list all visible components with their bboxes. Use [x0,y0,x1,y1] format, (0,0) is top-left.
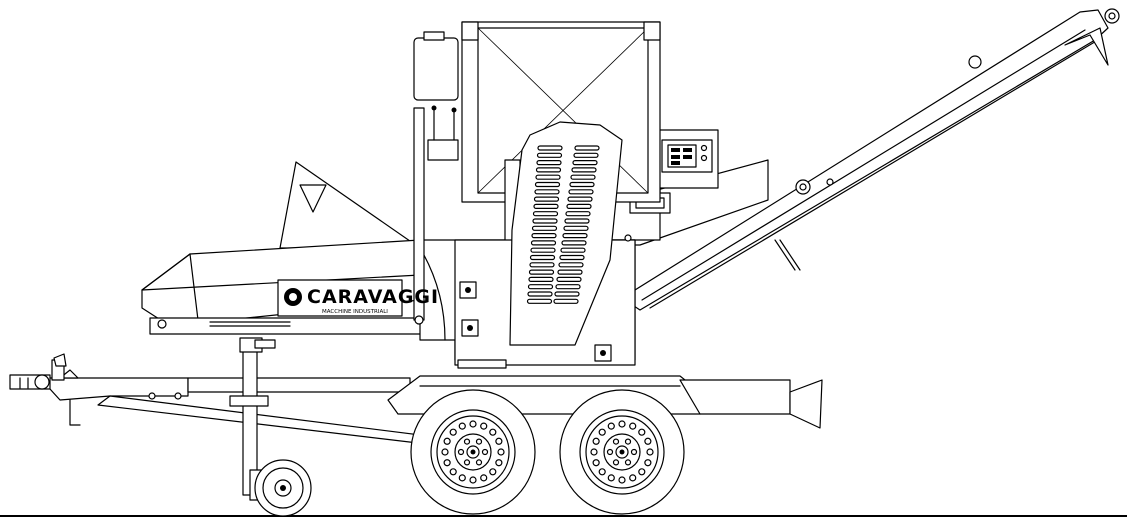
louver-slot [529,254,556,261]
brand-logo: CARAVAGGI MACCHINE INDUSTRIALI [277,279,439,317]
louver-slot [528,269,555,275]
louver-slot [529,262,555,268]
louvered-cover [509,121,623,346]
louver-slot [555,284,581,290]
bolt-plate [594,344,612,362]
louver-slot [574,145,600,151]
louver-slot [571,167,597,173]
louver-slot [532,218,558,224]
louver-slot [561,240,587,246]
trailer-wheel [559,389,685,515]
bolt-plate [459,281,477,299]
louver-slot [553,298,579,304]
louver-slot [559,254,585,261]
louver-slot [557,269,583,275]
brand-tagline: MACCHINE INDUSTRIALI [322,309,388,315]
louver-slot [537,145,563,151]
louver-slot [560,247,586,253]
louver-slot [534,189,560,195]
louver-slot [530,247,556,253]
louver-slot [563,225,589,231]
louver-slot [528,276,554,282]
louver-slot [567,196,593,202]
louver-slot [531,233,557,239]
trailer-wheel [410,389,536,515]
louver-slot [536,160,562,166]
brand-name: CARAVAGGI [307,286,439,308]
gear-icon [284,288,302,306]
jockey-wheel [229,337,312,517]
discharge-conveyor [624,8,1120,311]
louver-slot [526,298,553,304]
louver-slot [530,240,557,246]
louver-slot [564,218,590,224]
louver-slot [535,174,561,180]
louver-slot [533,196,560,202]
louver-slot [535,167,562,173]
louver-slot [536,152,563,158]
louver-slot [572,160,598,166]
louver-slot [532,211,559,217]
louver-slot [565,211,591,217]
louver-slot [573,152,599,158]
louver-slot [534,181,561,188]
louver-slot [569,181,595,188]
control-levers [413,105,459,325]
louver-slot [533,203,559,209]
louver-slot [556,276,582,282]
tow-hitch [9,353,67,390]
control-panel [654,129,719,189]
louver-slot [527,284,554,290]
louver-slot [568,189,594,195]
louver-slot [570,174,596,180]
bolt-plate [461,319,479,337]
louver-slot [562,233,588,239]
louver-slot [566,203,592,209]
louver-slot [558,262,584,268]
louver-slot [527,291,553,297]
louver-slot [531,225,558,231]
louver-slot [554,291,580,297]
